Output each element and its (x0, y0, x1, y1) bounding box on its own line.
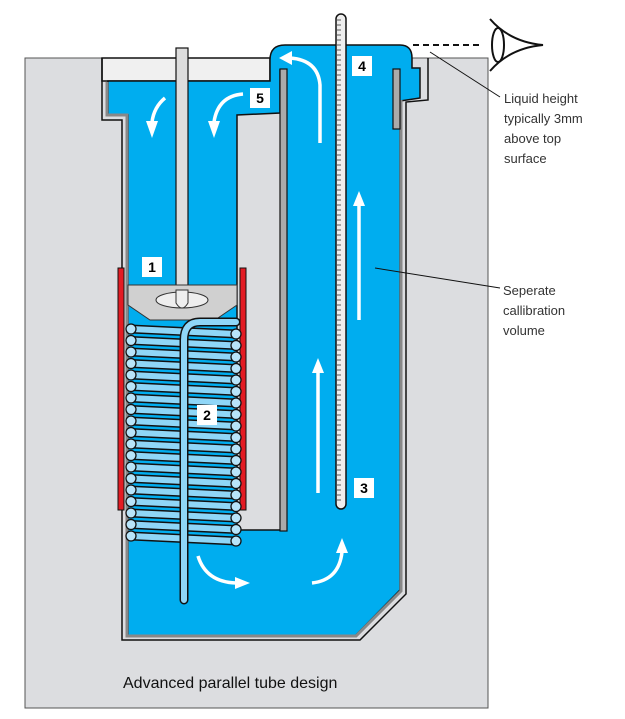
coil-end (230, 523, 242, 536)
coil-end (125, 380, 137, 393)
svg-text:Liquid height: Liquid height (504, 91, 578, 106)
callout-1: 1 (142, 257, 162, 277)
svg-text:typically 3mm: typically 3mm (504, 111, 583, 126)
coil-end (230, 339, 242, 352)
svg-text:5: 5 (256, 90, 264, 106)
coil-end (230, 512, 242, 524)
coil-end (230, 362, 242, 375)
coil-end (230, 535, 242, 547)
coil-end (125, 403, 137, 416)
coil-end (125, 357, 137, 370)
right-wall (392, 68, 401, 130)
annotation-calibration-volume: Seperate callibration volume (503, 283, 565, 338)
heater-left (117, 267, 125, 511)
arrow-bottom-right (311, 551, 344, 585)
svg-text:4: 4 (358, 58, 366, 74)
coil-end (125, 369, 137, 381)
coil-end (230, 443, 242, 455)
coil-end (230, 374, 242, 386)
coil-end (230, 500, 242, 513)
coil-end (125, 449, 137, 462)
coil-return-tube-fill (181, 319, 239, 603)
svg-text:1: 1 (148, 259, 156, 275)
left-wall (101, 58, 429, 641)
coil-end (125, 518, 137, 531)
svg-text:above top: above top (504, 131, 561, 146)
callout-2: 2 (197, 405, 217, 425)
coil-end (125, 346, 137, 358)
coil-end (230, 466, 242, 478)
coil-end (125, 507, 137, 519)
callout-4: 4 (352, 56, 372, 76)
callout-5: 5 (250, 88, 270, 108)
coil-end (125, 461, 137, 473)
coil-end (230, 420, 242, 432)
leader-liquid-height (429, 51, 501, 98)
coil-end (230, 397, 242, 409)
svg-text:volume: volume (503, 323, 545, 338)
arrow-down-right (212, 92, 244, 123)
flow-arrows (150, 56, 361, 585)
coil-end (125, 426, 137, 439)
impeller-hub (175, 289, 189, 309)
coil-end (230, 351, 242, 363)
eye-icon (489, 18, 544, 72)
svg-text:2: 2 (203, 407, 211, 423)
svg-text:callibration: callibration (503, 303, 565, 318)
coil-end (125, 530, 137, 542)
svg-text:3: 3 (360, 480, 368, 496)
coil-end (230, 408, 242, 421)
coil-end (125, 438, 137, 450)
coil-end (125, 415, 137, 427)
thermometer-ticks (337, 19, 341, 501)
callout-3: 3 (354, 478, 374, 498)
arrow-bottom-left (196, 555, 237, 585)
coil-end (230, 385, 242, 398)
arrow-down-left (150, 96, 167, 123)
arrow-heads (146, 51, 365, 589)
coil-end (125, 323, 137, 335)
svg-text:Seperate: Seperate (503, 283, 556, 298)
coil-end (230, 477, 242, 490)
coil-end (230, 489, 242, 501)
coil-end (230, 328, 242, 340)
annotation-liquid-height: Liquid height typically 3mm above top su… (504, 91, 583, 166)
coil-end (125, 392, 137, 404)
caption: Advanced parallel tube design (123, 675, 337, 692)
coil-end (230, 431, 242, 444)
leader-calibration (374, 267, 501, 289)
stirrer-shaft (175, 47, 189, 294)
coil-end (125, 334, 137, 347)
left-wall-inner (105, 82, 403, 638)
coil-end (125, 495, 137, 508)
riser-wall (279, 68, 288, 532)
coil-end (125, 472, 137, 485)
arrow-top-riser (289, 56, 322, 143)
coil-end (125, 484, 137, 496)
svg-text:surface: surface (504, 151, 547, 166)
coil-end (230, 454, 242, 467)
